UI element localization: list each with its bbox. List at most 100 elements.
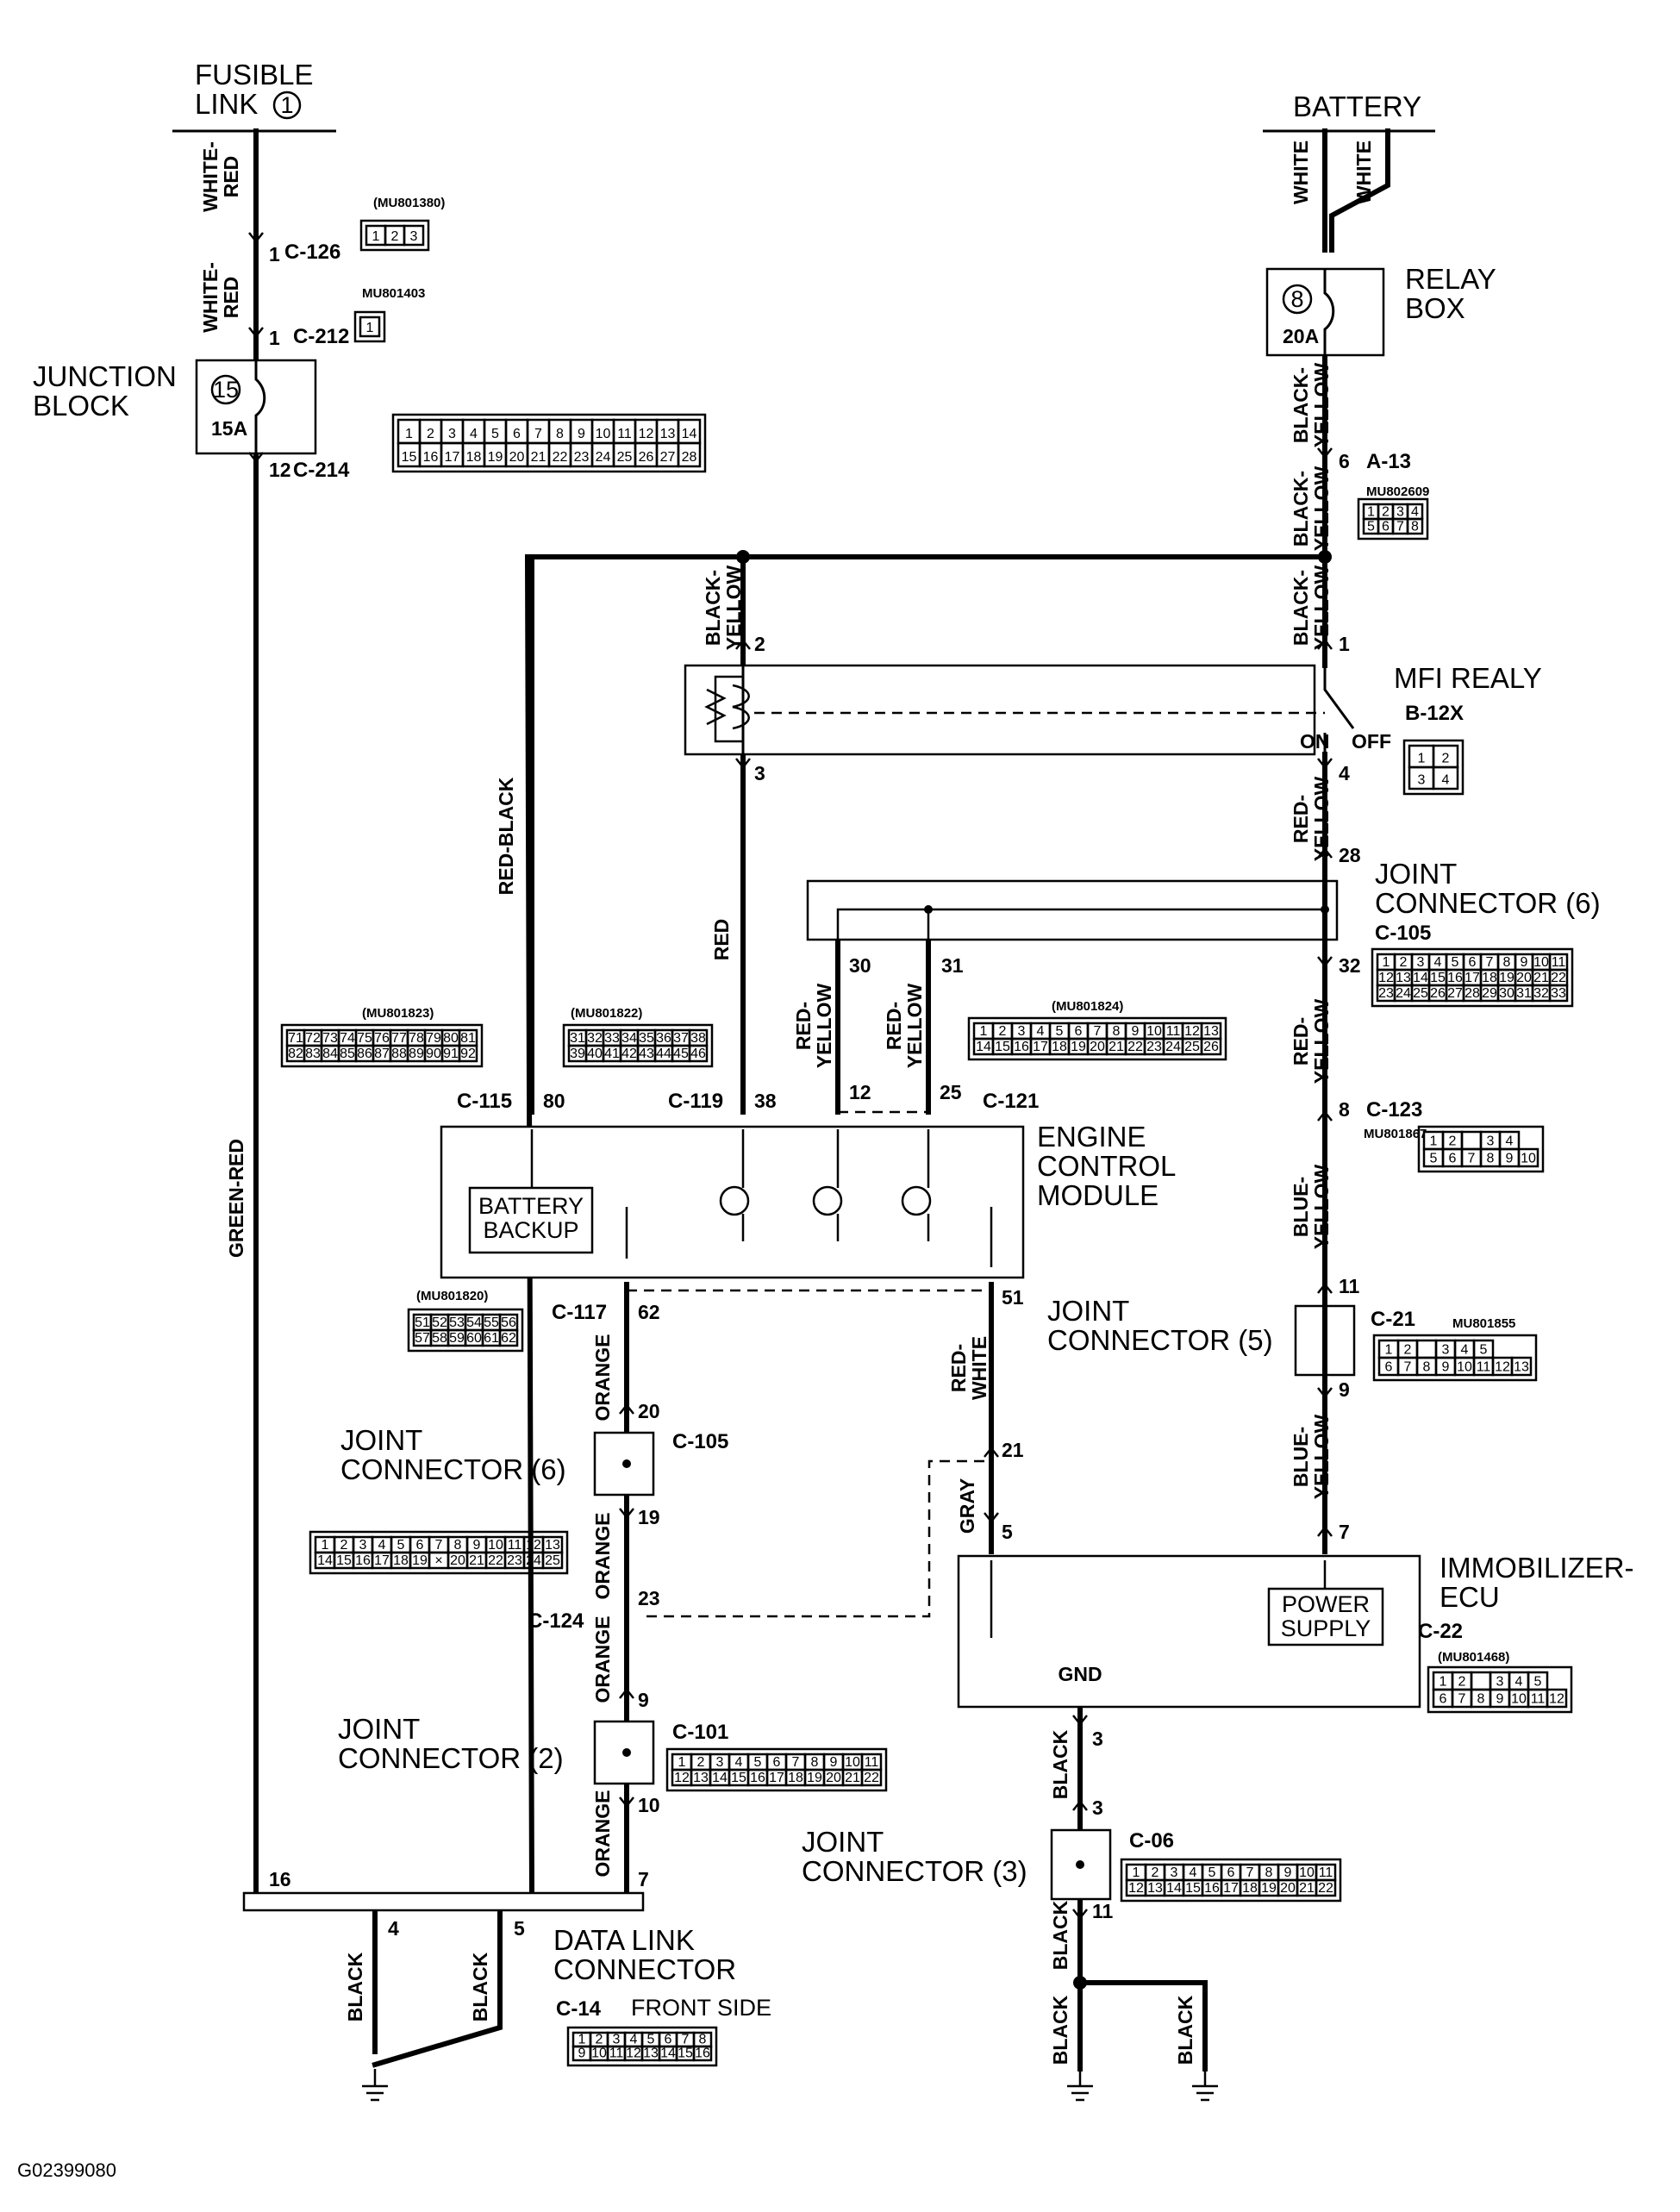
part-number-c117: (MU801820)	[416, 1289, 488, 1303]
ground-symbol	[1067, 2069, 1093, 2102]
connector-cell-number: 1	[678, 1755, 686, 1770]
joint-connector-2-label: CONNECTOR (2)	[338, 1742, 564, 1774]
connector-id-c105_top: C-105	[1375, 922, 1431, 945]
connector-cell-number: 1	[1430, 1134, 1438, 1149]
fusible-link-number: 1	[280, 92, 293, 118]
pin-p12: 12	[269, 459, 291, 481]
wire-color-ry-3-line: RED-	[1290, 795, 1312, 843]
immobilizer-ecu-label: ECU	[1440, 1581, 1500, 1613]
pin-p8: 8	[1339, 1098, 1350, 1121]
mfi-relay-box	[684, 664, 1316, 756]
connector-id-c123: C-123	[1366, 1098, 1422, 1122]
connector-cell-number: 13	[1203, 1024, 1219, 1039]
jb-fuse-number-circle	[210, 374, 241, 405]
connector-cell-number: 21	[1533, 971, 1549, 985]
connector-cell-number: 6	[416, 1538, 424, 1553]
connector-cell-number: 6	[773, 1755, 781, 1770]
connector-cell-number: 21	[531, 450, 546, 465]
connector-cell-number: 13	[643, 2046, 659, 2060]
connector-cell-number: 16	[1204, 1881, 1220, 1896]
connector-cell-number: 88	[391, 1047, 407, 1061]
pin-p51: 51	[1002, 1286, 1024, 1309]
connector-cell-number: 11	[1166, 1024, 1181, 1039]
connector-cell-number: 16	[355, 1553, 371, 1568]
transistor-icon	[719, 1185, 750, 1216]
relay-switch-icon	[1323, 665, 1355, 729]
connector-cell-number: 79	[426, 1031, 441, 1046]
connector-cell-number: 10	[1299, 1865, 1315, 1880]
connector-cell-number: 5	[1430, 1152, 1438, 1166]
connector-cell-number: 14	[682, 427, 697, 441]
connector-cell-number: 3	[410, 229, 418, 244]
connector-cell-number: 77	[391, 1031, 407, 1046]
connector-cell-number: 2	[427, 427, 434, 441]
connector-cell-number: 7	[1094, 1024, 1102, 1039]
wire-color-blue-yellow-1-line: BLUE-	[1290, 1177, 1312, 1237]
wire-color-ry-3: RED-YELLOW	[1290, 777, 1333, 862]
connector-cell-number: 10	[1521, 1152, 1536, 1166]
connector-cell-number: 20	[1280, 1881, 1296, 1896]
connector-cell-number: 4	[1461, 1343, 1469, 1358]
connector-cell-number: 2	[340, 1538, 348, 1553]
junction-dot	[736, 550, 750, 564]
connector-cell-number: 92	[460, 1047, 476, 1061]
connector-cell-number: 2	[1400, 955, 1408, 970]
fusible-link-number-circle	[272, 91, 302, 120]
connector-cell-number: 5	[1452, 955, 1459, 970]
connector-cell-number: 8	[1477, 1692, 1485, 1707]
connector-cell-number: 62	[501, 1331, 516, 1346]
connector-cell-number: 24	[526, 1553, 541, 1568]
connector-id-c117: C-117	[552, 1301, 607, 1324]
pin-p5d: 5	[514, 1917, 525, 1940]
pin-p9: 9	[638, 1689, 649, 1711]
relay-fuse-number: 8	[1290, 286, 1303, 312]
connector-cell-number: 18	[1242, 1881, 1258, 1896]
wire-color-black-2-line: BLACK	[1049, 1900, 1071, 1970]
connector-cell-number: 21	[1109, 1040, 1124, 1054]
pin-p62: 62	[638, 1301, 660, 1323]
connector-cell-number: 6	[513, 427, 521, 441]
pin-p21: 21	[1002, 1439, 1024, 1461]
wire-color-black-5: BLACK	[344, 1952, 366, 2021]
junction-block-label: BLOCK	[33, 390, 129, 422]
wire-color-red-white-line: RED-	[947, 1344, 970, 1392]
connector-cell-number: 32	[587, 1031, 603, 1046]
part-number-c22: (MU801468)	[1438, 1650, 1509, 1665]
connector-cell-number: 21	[1299, 1881, 1315, 1896]
connector-cell	[1470, 1671, 1492, 1691]
connector-cell-number: 21	[469, 1553, 484, 1568]
immobilizer-connector-id: C-22	[1418, 1620, 1463, 1643]
wire-color-white-red-1: WHITE-RED	[199, 141, 242, 212]
connector-cell-number: 13	[1396, 971, 1411, 985]
part-number-c123: MU801867	[1364, 1127, 1427, 1141]
connector-cell-number: 4	[630, 2032, 638, 2046]
connector-cell-number: 10	[1457, 1360, 1472, 1375]
connector-cell-number: 15	[1430, 971, 1446, 985]
wire-color-red-white: RED-WHITE	[947, 1336, 990, 1400]
connector-face-c212: 1	[353, 310, 386, 343]
wire-color-black-1-line: BLACK	[1049, 1729, 1071, 1799]
connector-cell-number: 37	[673, 1031, 689, 1046]
connector-cell-number: 20	[509, 450, 525, 465]
connector-cell-number: 17	[1033, 1040, 1048, 1054]
connector-cell-number: 90	[426, 1047, 441, 1061]
connector-cell-number: 11	[617, 427, 632, 441]
figure-id: G02399080	[17, 2159, 116, 2181]
connector-cell-number: 12	[639, 427, 654, 441]
connector-cell	[1548, 984, 1569, 1003]
connector-cell-number: 83	[305, 1047, 321, 1061]
pin-p11b: 11	[1092, 1900, 1114, 1922]
connector-cell-number: 7	[435, 1538, 443, 1553]
wire-color-orange-4-line: ORANGE	[591, 1790, 614, 1878]
connector-cell-number: 6	[665, 2032, 672, 2046]
connector-cell-number: 3	[1418, 773, 1426, 788]
connector-cell-number: 87	[374, 1047, 390, 1061]
wire-color-white-red-2: WHITE-RED	[199, 262, 242, 333]
connector-cell-number: 17	[769, 1771, 784, 1785]
wire-color-by-4-line: YELLOW	[722, 565, 745, 651]
connector-cell	[1406, 517, 1424, 535]
ecm-internal-leads	[625, 1207, 993, 1267]
connector-cell-number: 53	[449, 1315, 465, 1330]
